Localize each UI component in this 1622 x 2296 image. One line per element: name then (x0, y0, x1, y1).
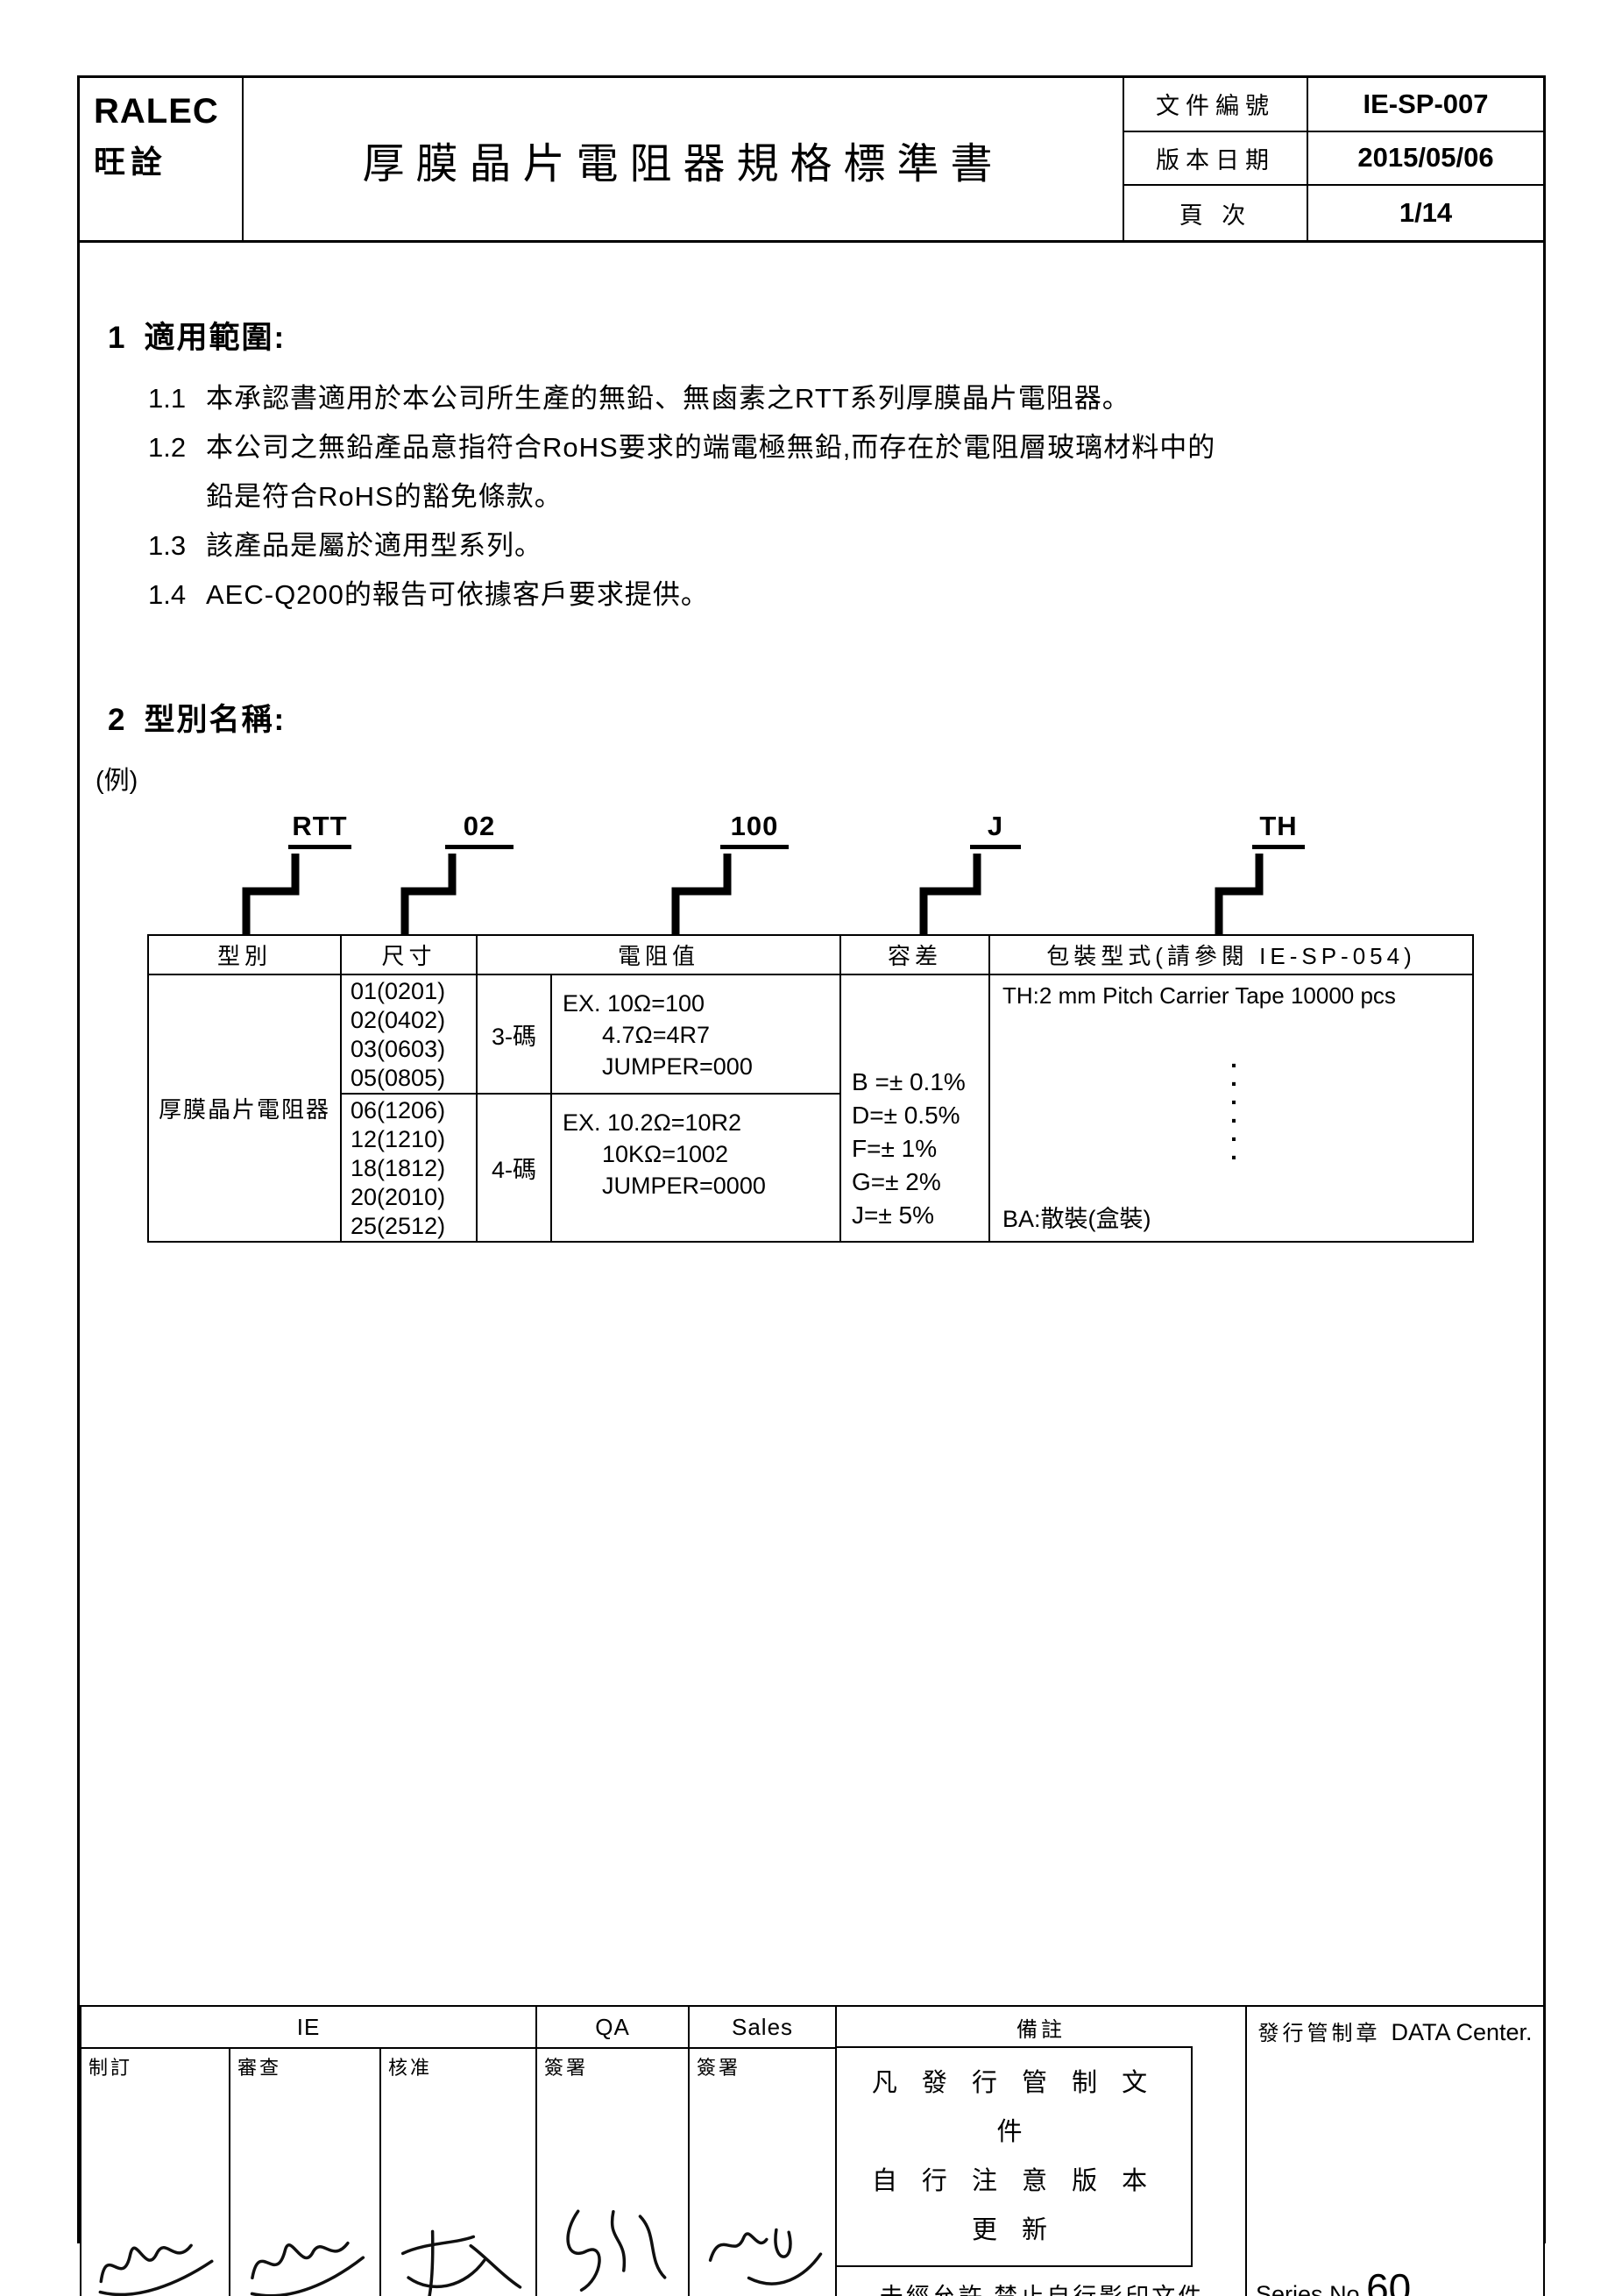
signature-review (250, 2241, 365, 2296)
col-header-type: 型別 (147, 934, 342, 975)
issue-stamp-cell: 發行管制章 DATA Center. Series No.60 (1245, 2005, 1546, 2296)
sig-cell-draft: 制訂 (80, 2047, 230, 2296)
scope-item-number: 1.2 (148, 432, 187, 463)
series-label: Series No. (1256, 2281, 1367, 2296)
section1-heading: 適用範圍: (144, 321, 287, 355)
spec-header-row: 型別 尺寸 電阻值 容差 包裝型式(請參閱 IE-SP-054) (147, 934, 1475, 975)
section2-heading: 型別名稱: (144, 703, 287, 737)
res4-label: 4-碼 (476, 1093, 552, 1243)
code-part-series: RTT (288, 811, 351, 849)
code-part-size: 02 (445, 811, 514, 849)
company-name-cn: 旺詮 (94, 144, 168, 180)
spec-table: 型別 尺寸 電阻值 容差 包裝型式(請參閱 IE-SP-054) 厚膜晶片電阻器… (147, 934, 1475, 1243)
stamp-line: 發行管制章 DATA Center. (1247, 2007, 1543, 2055)
stamp-label: 發行管制章 (1257, 2022, 1381, 2045)
page-number-label: 頁 次 (1124, 186, 1308, 240)
scope-items: 1.1 本承認書適用於本公司所生產的無鉛、無鹵素之RTT系列厚膜晶片電阻器。 1… (148, 374, 1215, 620)
control-notice-box: 凡 發 行 管 制 文 件 自 行 注 意 版 本 更 新 (835, 2046, 1193, 2267)
packing-content: TH:2 mm Pitch Carrier Tape 10000 pcs . .… (990, 975, 1472, 1241)
scope-item-number: 1.3 (148, 530, 187, 561)
scope-item-text: AEC-Q200的報告可依據客戶要求提供。 (206, 579, 709, 610)
packing-ba: BA:散裝(盒裝) (1002, 1206, 1151, 1232)
section2-title: 2 型別名稱: (108, 695, 286, 740)
tolerance-cell: B =± 0.1% D=± 0.5% F=± 1% G=± 2% J=± 5% (839, 974, 991, 1243)
sizes-top: 01(0201) 02(0402) 03(0603) 05(0805) (340, 974, 478, 1095)
col-header-size: 尺寸 (340, 934, 478, 975)
section1-title: 1 適用範圍: (108, 313, 286, 358)
scope-item-text: 該產品是屬於適用型系列。 (206, 530, 542, 561)
type-value: 厚膜晶片電阻器 (147, 974, 342, 1243)
sig-cell-qa: 簽署 (535, 2047, 691, 2296)
dept-sales-label: Sales (688, 2004, 838, 2050)
section2-number: 2 (108, 703, 127, 737)
doc-number-value: IE-SP-007 (1308, 78, 1543, 132)
col-header-resistance: 電阻值 (475, 934, 842, 975)
code-part-tolerance: J (970, 811, 1021, 849)
packing-ellipsis: . . . . . . (1230, 1045, 1237, 1165)
scope-item-1-4: 1.4 AEC-Q200的報告可依據客戶要求提供。 (148, 570, 1215, 620)
code-part-resistance: 100 (720, 811, 789, 849)
section1-number: 1 (108, 321, 127, 355)
sig-label-sales: 簽署 (697, 2057, 741, 2080)
page-frame: RALEC 旺詮 厚膜晶片電阻器規格標準書 文件編號 IE-SP-007 版本日… (77, 75, 1546, 2296)
scope-item-number: 1.4 (148, 579, 187, 610)
res4-examples: EX. 10.2Ω=10R2 10KΩ=1002 JUMPER=0000 (549, 1093, 842, 1243)
sig-label-draft: 制訂 (89, 2057, 133, 2080)
scope-item-1-3: 1.3 該產品是屬於適用型系列。 (148, 521, 1215, 570)
page-number-value: 1/14 (1399, 197, 1453, 229)
company-block: RALEC 旺詮 (80, 78, 244, 240)
signature-sales (708, 2228, 823, 2285)
res3-label: 3-碼 (476, 974, 552, 1095)
scope-item-text: 本公司之無鉛產品意指符合RoHS要求的端電極無鉛,而存在於電阻層玻璃材料中的 鉛… (206, 432, 1216, 512)
dept-qa-label: QA (535, 2004, 691, 2050)
res3-examples: EX. 10Ω=100 4.7Ω=4R7 JUMPER=000 (549, 974, 842, 1095)
document-header: RALEC 旺詮 厚膜晶片電阻器規格標準書 文件編號 IE-SP-007 版本日… (80, 78, 1543, 243)
signature-approve (400, 2229, 522, 2296)
scope-item-1-1: 1.1 本承認書適用於本公司所生產的無鉛、無鹵素之RTT系列厚膜晶片電阻器。 (148, 374, 1215, 423)
dept-ie-label: IE (79, 2004, 538, 2050)
doc-number-label: 文件編號 (1124, 78, 1308, 132)
sig-cell-review: 審查 (229, 2047, 381, 2296)
signature-qa (566, 2209, 667, 2292)
sig-cell-sales: 簽署 (688, 2047, 838, 2296)
stamp-value: DATA Center. (1391, 2019, 1533, 2045)
no-copy-notice: 未經允許,禁止自行影印文件 (837, 2267, 1245, 2296)
sig-label-review: 審查 (237, 2057, 282, 2080)
code-part-packing: TH (1252, 811, 1305, 849)
tolerance-values: B =± 0.1% D=± 0.5% F=± 1% G=± 2% J=± 5% (852, 1068, 966, 1229)
example-label: (例) (96, 767, 138, 795)
series-number: Series No.60 (1256, 2268, 1411, 2296)
version-date-value: 2015/05/06 (1308, 132, 1543, 187)
approval-header-row: IE QA Sales 備註 凡 發 行 管 制 文 件 自 行 注 意 版 本… (79, 2004, 1546, 2296)
sig-cell-approve: 核准 (379, 2047, 538, 2296)
signature-row: 制訂 審查 核准 (80, 2047, 1544, 2296)
col-header-packing: 包裝型式(請參閱 IE-SP-054) (988, 934, 1475, 975)
scope-item-number: 1.1 (148, 383, 187, 414)
spec-row-bottom: 06(1206) 12(1210) 18(1812) 20(2010) 25(2… (148, 1093, 1473, 1243)
scope-item-1-2: 1.2 本公司之無鉛產品意指符合RoHS要求的端電極無鉛,而存在於電阻層玻璃材料… (148, 423, 1215, 521)
sizes-bottom: 06(1206) 12(1210) 18(1812) 20(2010) 25(2… (340, 1093, 478, 1243)
document-title: 厚膜晶片電阻器規格標準書 (244, 78, 1124, 240)
packing-cell: TH:2 mm Pitch Carrier Tape 10000 pcs . .… (988, 974, 1475, 1243)
sig-label-approve: 核准 (388, 2057, 433, 2080)
signature-draft (98, 2243, 214, 2296)
sig-label-qa: 簽署 (544, 2057, 589, 2080)
scope-item-text: 本承認書適用於本公司所生產的無鉛、無鹵素之RTT系列厚膜晶片電阻器。 (206, 383, 1130, 414)
col-header-tolerance: 容差 (839, 934, 991, 975)
series-value: 60 (1366, 2265, 1412, 2296)
version-date-label: 版本日期 (1124, 131, 1308, 187)
approval-table: IE QA Sales 備註 凡 發 行 管 制 文 件 自 行 注 意 版 本… (79, 2004, 1546, 2296)
remark-cell: 備註 凡 發 行 管 制 文 件 自 行 注 意 版 本 更 新 未經允許,禁止… (835, 2005, 1248, 2296)
remark-label: 備註 (1016, 2018, 1066, 2042)
spec-row-top: 厚膜晶片電阻器 01(0201) 02(0402) 03(0603) 05(08… (147, 974, 1475, 1243)
company-name-en: RALEC (94, 92, 219, 131)
packing-th: TH:2 mm Pitch Carrier Tape 10000 pcs (1002, 982, 1396, 1009)
